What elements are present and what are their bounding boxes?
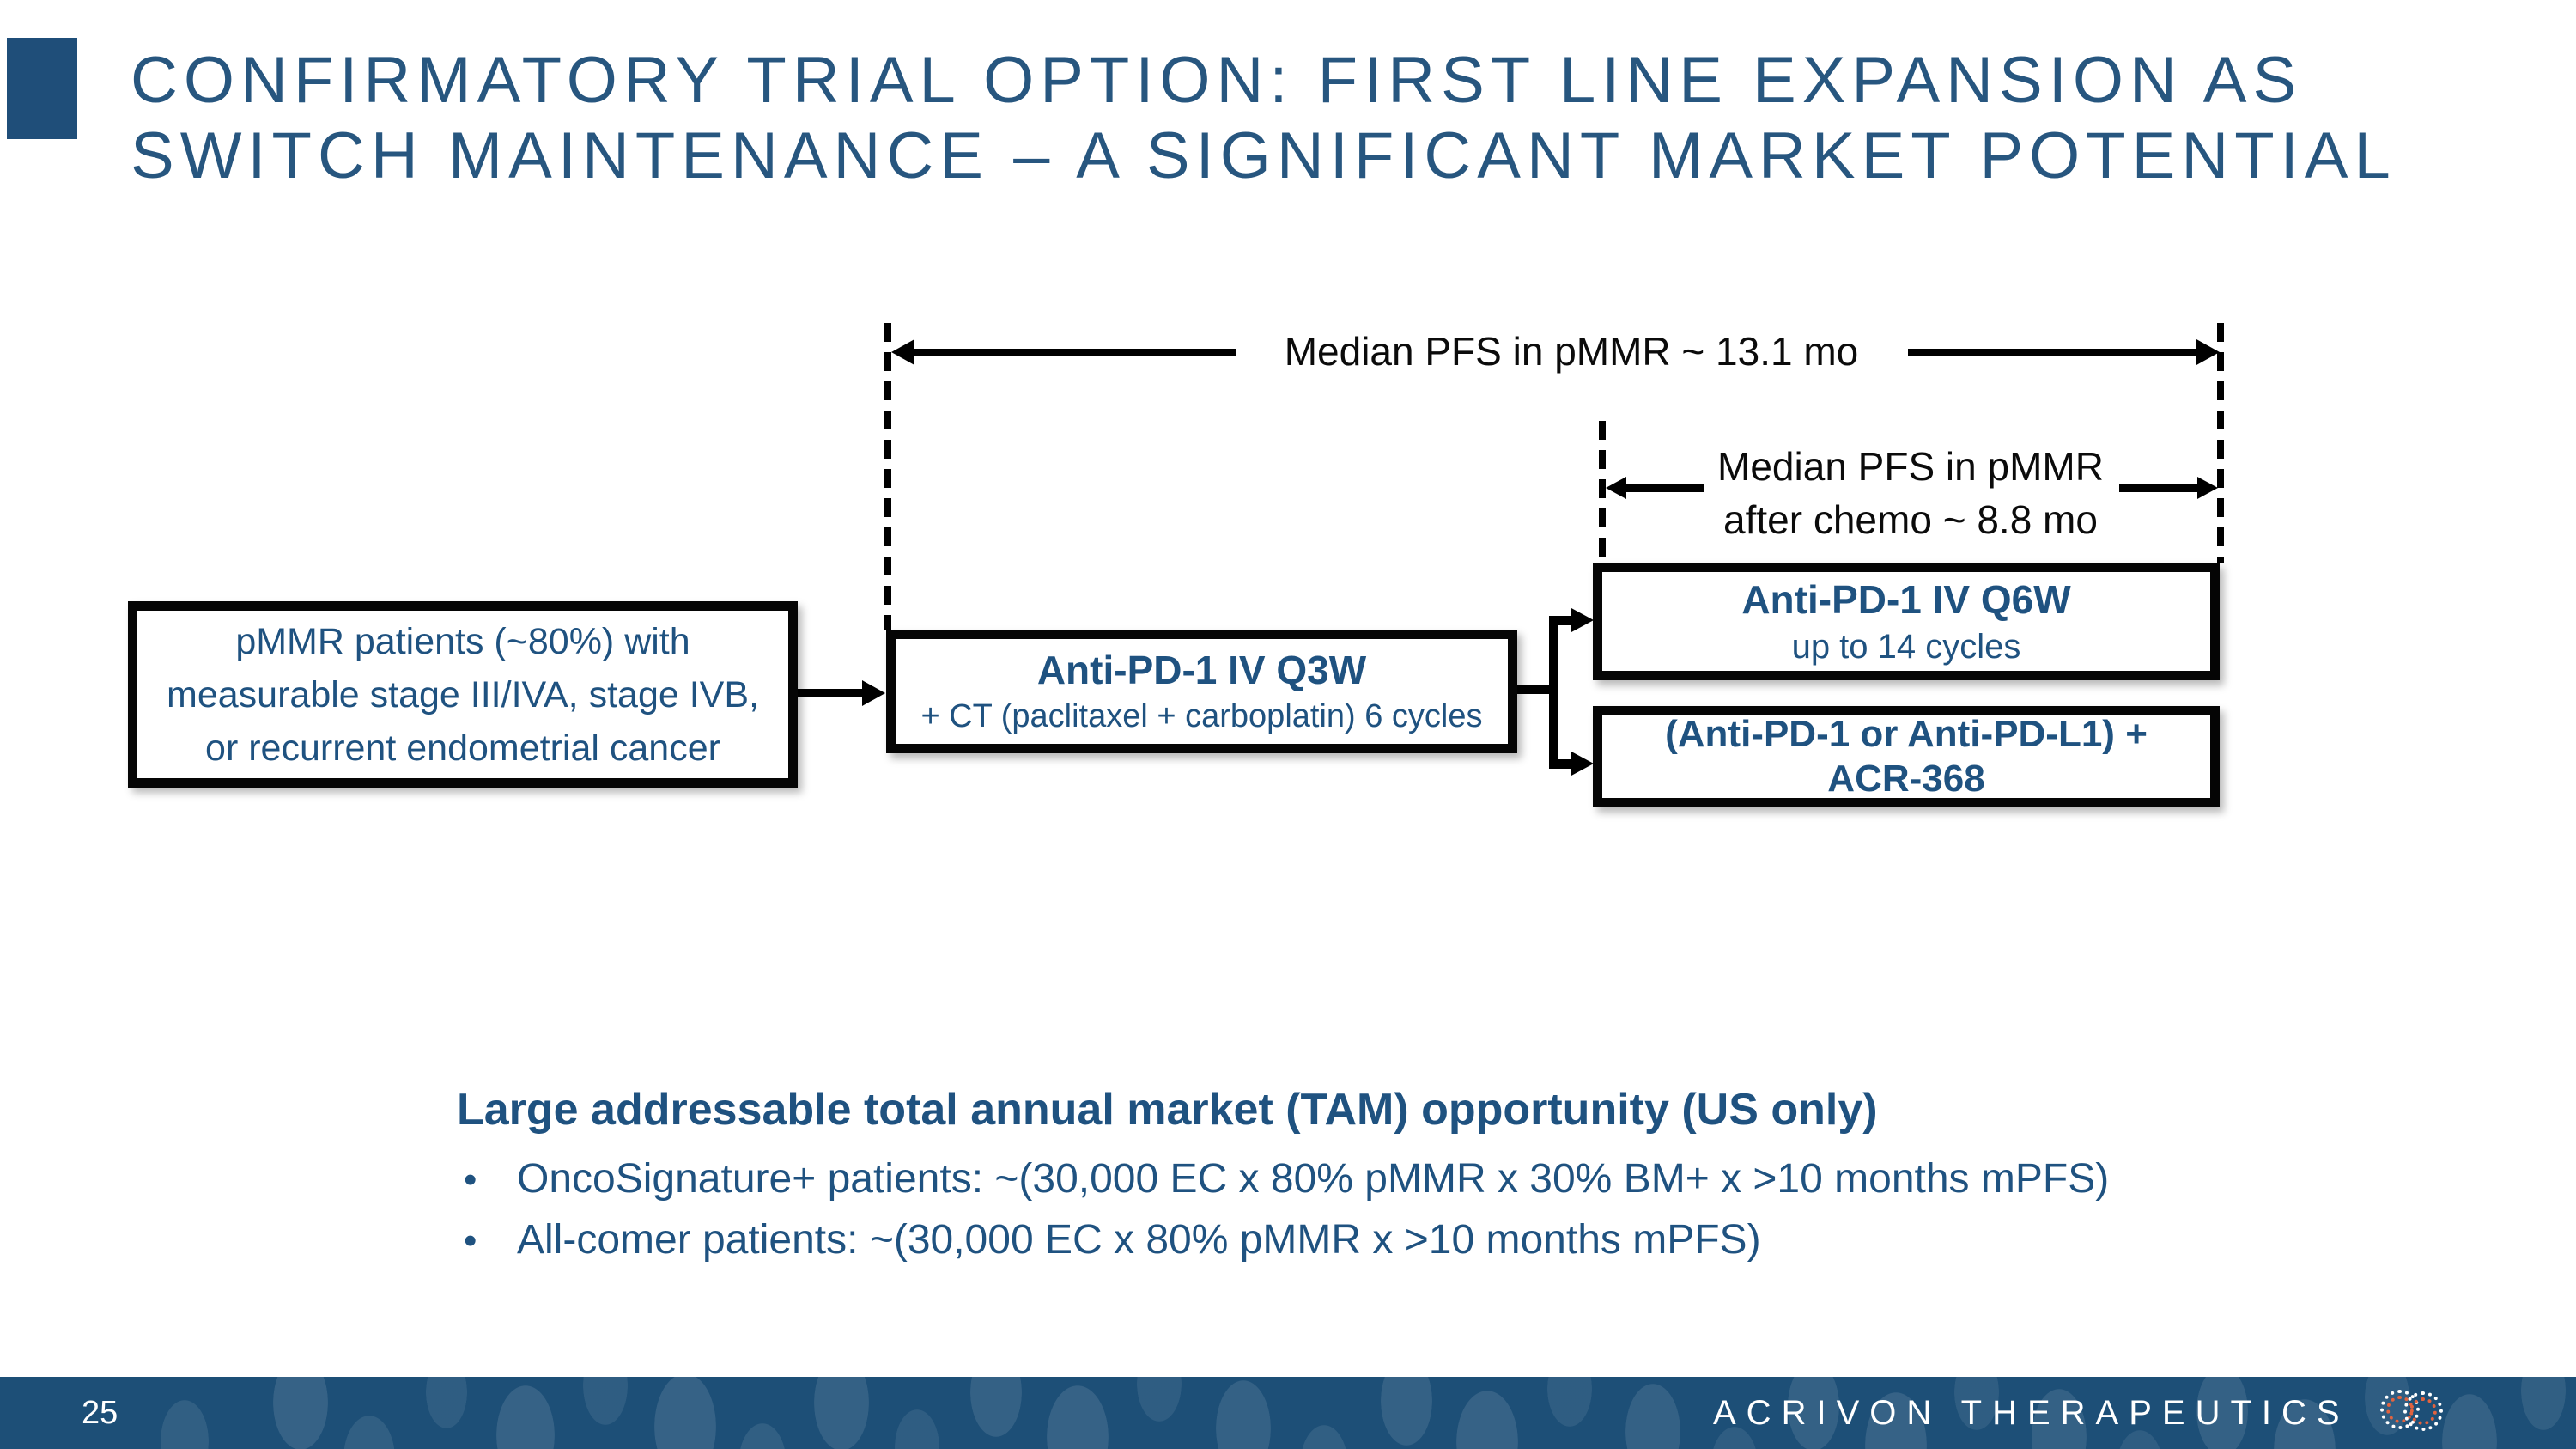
dashed-line-start bbox=[884, 323, 891, 630]
induction-box-title: Anti-PD-1 IV Q3W bbox=[1036, 648, 1367, 692]
dashed-line-chemo-end bbox=[1599, 421, 1606, 563]
maintenance-box-anti-pd1: Anti-PD-1 IV Q6W up to 14 cycles bbox=[1593, 563, 2220, 680]
title-accent-square bbox=[7, 38, 77, 139]
patients-box: pMMR patients (~80%) with measurable sta… bbox=[128, 601, 798, 788]
bullet-icon bbox=[464, 1210, 517, 1271]
page-number: 25 bbox=[82, 1395, 118, 1431]
connector-stub bbox=[1517, 685, 1558, 694]
arrowhead-right-icon bbox=[1571, 608, 1594, 632]
arrow-shaft bbox=[1623, 484, 1704, 492]
acrivon-logo-icon bbox=[2380, 1390, 2451, 1436]
footer-bar: 25 ACRIVON THERAPEUTICS bbox=[0, 1377, 2576, 1449]
arrowhead-right-icon bbox=[2196, 339, 2220, 365]
slide-title-line1: CONFIRMATORY TRIAL OPTION: FIRST LINE EX… bbox=[131, 44, 2303, 117]
arrow-shaft bbox=[798, 689, 865, 697]
bullet-icon bbox=[464, 1149, 517, 1210]
connector-top-arm bbox=[1549, 616, 1575, 625]
arrowhead-right-icon bbox=[862, 680, 885, 706]
dashed-line-end bbox=[2217, 323, 2224, 563]
connector-bottom-arm bbox=[1549, 759, 1575, 769]
arrow-shaft bbox=[910, 349, 1236, 356]
connector-vertical bbox=[1549, 616, 1558, 769]
induction-box: Anti-PD-1 IV Q3W + CT (paclitaxel + carb… bbox=[886, 630, 1517, 753]
median-pfs-chemo-line1: Median PFS in pMMR bbox=[1717, 444, 2104, 489]
patients-box-line3: or recurrent endometrial cancer bbox=[205, 727, 720, 769]
patients-box-line1: pMMR patients (~80%) with bbox=[235, 620, 690, 662]
list-item: All-comer patients: ~(30,000 EC x 80% pM… bbox=[464, 1210, 2439, 1271]
slide-title-line2: SWITCH MAINTENANCE – A SIGNIFICANT MARKE… bbox=[131, 119, 2397, 192]
brand-wordmark: ACRIVON THERAPEUTICS bbox=[1713, 1394, 2350, 1432]
arrowhead-right-icon bbox=[1571, 752, 1594, 776]
tam-heading: Large addressable total annual market (T… bbox=[457, 1085, 1878, 1135]
arrow-shaft bbox=[1908, 349, 2200, 356]
median-pfs-chemo-label: Median PFS in pMMR after chemo ~ 8.8 mo bbox=[1704, 440, 2117, 546]
median-pfs-chemo-line2: after chemo ~ 8.8 mo bbox=[1723, 497, 2098, 542]
slide-title: CONFIRMATORY TRIAL OPTION: FIRST LINE EX… bbox=[131, 43, 2397, 194]
maintenance-box-anti-pd1-subtitle: up to 14 cycles bbox=[1791, 627, 2021, 666]
maintenance-box-anti-pd1-title: Anti-PD-1 IV Q6W bbox=[1741, 576, 2071, 622]
patients-box-line2: measurable stage III/IVA, stage IVB, bbox=[167, 673, 759, 715]
maintenance-box-acr368-line2: ACR-368 bbox=[1827, 758, 1985, 800]
logo-ring-right bbox=[2403, 1391, 2443, 1431]
arrowhead-right-icon bbox=[2197, 477, 2218, 499]
arrow-shaft bbox=[2119, 484, 2201, 492]
tam-bullet-text: All-comer patients: ~(30,000 EC x 80% pM… bbox=[517, 1217, 1761, 1263]
maintenance-box-acr368: (Anti-PD-1 or Anti-PD-L1) + ACR-368 bbox=[1593, 706, 2220, 807]
maintenance-box-acr368-line1: (Anti-PD-1 or Anti-PD-L1) + bbox=[1665, 713, 2148, 755]
list-item: OncoSignature+ patients: ~(30,000 EC x 8… bbox=[464, 1149, 2439, 1210]
median-pfs-top-label: Median PFS in pMMR ~ 13.1 mo bbox=[1284, 329, 1859, 374]
induction-box-subtitle: + CT (paclitaxel + carboplatin) 6 cycles bbox=[920, 698, 1483, 734]
tam-bullet-list: OncoSignature+ patients: ~(30,000 EC x 8… bbox=[464, 1149, 2439, 1271]
tam-bullet-text: OncoSignature+ patients: ~(30,000 EC x 8… bbox=[517, 1156, 2110, 1202]
